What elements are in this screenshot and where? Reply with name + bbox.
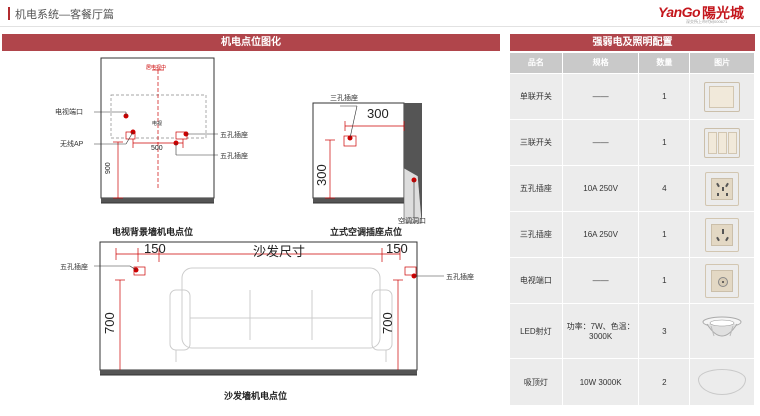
cell-qty: 4 [639, 166, 690, 211]
cell-image [690, 212, 754, 257]
ceiling-light-icon [697, 369, 746, 395]
sofa-dim-left: 150 [144, 241, 166, 256]
left-panel-title: 机电点位图化 [2, 34, 500, 51]
cell-qty: 1 [639, 74, 690, 119]
cell-spec: 10W 3000K [562, 359, 639, 405]
yango-logo: YanGo 陽光城 深交所上市代码000671 [658, 4, 754, 24]
table-row: 单联开关 —— 1 [510, 74, 755, 119]
page-header: 机电系统—客餐厅篇 YanGo 陽光城 深交所上市代码000671 [0, 0, 760, 26]
cell-image [690, 120, 754, 165]
tv-port-icon [704, 263, 739, 298]
tv-top-label: 居电视中 [146, 65, 167, 71]
cell-image [690, 359, 754, 405]
table-row: 吸顶灯 10W 3000K 2 [510, 359, 755, 405]
table-row: 三孔插座 16A 250V 1 [510, 212, 755, 257]
logo-cn: 陽光城 [702, 6, 744, 22]
cell-name: 吸顶灯 [510, 359, 562, 405]
sofa-dim-center: 沙发尺寸 [253, 244, 306, 259]
ac-dim-vertical: 300 [314, 164, 329, 186]
table-row: LED射灯 功率：7W、色温：3000K 3 [510, 304, 755, 358]
sofa-wall-drawing [94, 241, 444, 376]
tv-dim-height: 900 [105, 162, 112, 174]
cell-name: 电视端口 [510, 258, 562, 303]
label-socket-right-2: 五孔插座 [220, 153, 248, 160]
sofa-dim-v-right: 700 [380, 312, 395, 334]
col-name: 品名 [510, 53, 562, 73]
table-row: 电视端口 —— 1 [510, 258, 755, 303]
header-divider [0, 26, 760, 27]
col-spec: 规格 [562, 53, 639, 73]
cell-name: 单联开关 [510, 74, 562, 119]
cell-spec: 10A 250V [562, 166, 639, 211]
cell-image [690, 74, 754, 119]
cell-spec: —— [562, 74, 639, 119]
cell-spec: —— [562, 120, 639, 165]
right-panel-title: 强弱电及照明配置 [510, 34, 755, 51]
label-sofa-socket-right: 五孔插座 [446, 274, 474, 281]
cell-spec: 16A 250V [562, 212, 639, 257]
tv-dim-width: 500 [151, 145, 163, 152]
label-ac-port: 空调洞口 [398, 218, 426, 225]
led-spotlight-icon [702, 316, 742, 337]
col-qty: 数量 [639, 53, 690, 73]
sofa-dim-v-left: 700 [102, 312, 117, 334]
ac-dim-horizontal: 300 [367, 106, 389, 121]
triple-switch-icon [703, 127, 740, 158]
label-socket-right: 五孔插座 [220, 132, 248, 139]
cell-image [690, 166, 754, 211]
cell-qty: 1 [639, 120, 690, 165]
logo-sub: 深交所上市代码000671 [686, 19, 728, 24]
logo-en: YanGo [658, 4, 701, 20]
cell-name: 三联开关 [510, 120, 562, 165]
ac-wall-caption: 立式空调插座点位 [330, 227, 403, 237]
three-hole-socket-icon [704, 217, 739, 252]
table-header: 品名 规格 数量 图片 [510, 53, 755, 73]
label-three-hole-socket: 三孔插座 [330, 95, 358, 102]
col-image: 图片 [690, 53, 754, 73]
tv-label: 电视 [152, 121, 163, 127]
five-hole-socket-icon [704, 171, 739, 206]
ac-wall-drawing [312, 102, 423, 224]
cell-qty: 1 [639, 212, 690, 257]
tv-wall-caption: 电视背景墙机电点位 [112, 227, 194, 237]
cell-name: 五孔插座 [510, 166, 562, 211]
config-table: 品名 规格 数量 图片 单联开关 —— 1 三联开关 —— 1 五孔插座 10A… [510, 53, 755, 405]
label-wifi-ap: 无线AP [60, 141, 84, 148]
table-row: 五孔插座 10A 250V 4 [510, 166, 755, 211]
cell-qty: 1 [639, 258, 690, 303]
cell-image [690, 258, 754, 303]
label-tv-port: 电视端口 [55, 109, 83, 116]
cell-name: LED射灯 [510, 304, 562, 358]
cell-spec: 功率：7W、色温：3000K [562, 304, 639, 358]
cell-image [690, 304, 754, 358]
page-title: 机电系统—客餐厅篇 [15, 9, 114, 21]
sofa-dim-right: 150 [386, 241, 408, 256]
cell-name: 三孔插座 [510, 212, 562, 257]
title-marker [8, 7, 10, 20]
single-switch-icon [703, 81, 740, 112]
cell-qty: 3 [639, 304, 690, 358]
table-row: 三联开关 —— 1 [510, 120, 755, 165]
sofa-wall-caption: 沙发墙机电点位 [224, 391, 288, 401]
tv-wall-drawing [94, 57, 218, 204]
label-sofa-socket-left: 五孔插座 [60, 264, 88, 271]
cell-qty: 2 [639, 359, 690, 405]
cell-spec: —— [562, 258, 639, 303]
